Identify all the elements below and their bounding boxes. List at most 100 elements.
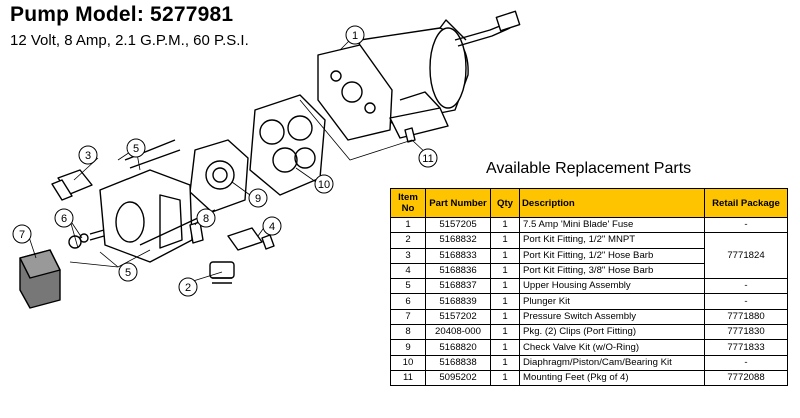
svg-text:1: 1 <box>352 30 358 42</box>
cell-part-number: 5157202 <box>425 308 491 326</box>
cell-retail: - <box>704 278 788 295</box>
callout-10: 10 <box>314 174 334 194</box>
cell-part-number: 5168833 <box>425 247 491 264</box>
cell-part-number: 5168839 <box>425 293 491 310</box>
cell-item: 2 <box>390 232 426 249</box>
table-row: 2 5168832 1 Port Kit Fitting, 1/2" MNPT … <box>390 232 788 280</box>
cell-item: 10 <box>390 354 426 371</box>
column-header-part-number: Part Number <box>425 188 491 218</box>
cell-qty: 1 <box>490 216 520 234</box>
parts-heading: Available Replacement Parts <box>486 160 692 177</box>
svg-text:5: 5 <box>125 267 131 279</box>
callout-7: 7 <box>12 224 32 244</box>
pressure-switch <box>19 249 61 309</box>
callout-6: 6 <box>54 208 74 228</box>
svg-text:2: 2 <box>185 282 191 294</box>
callout-4: 4 <box>262 216 282 236</box>
table-row: 6 5168839 1 Plunger Kit - <box>390 293 788 310</box>
svg-text:7: 7 <box>19 229 25 241</box>
cell-qty: 1 <box>490 354 520 371</box>
svg-text:5: 5 <box>133 143 139 155</box>
cell-description: Port Kit Fitting, 1/2" MNPT <box>519 232 705 249</box>
svg-text:9: 9 <box>255 193 261 205</box>
svg-text:3: 3 <box>85 150 91 162</box>
cell-item: 6 <box>390 293 426 310</box>
table-row: 1 5157205 1 7.5 Amp 'Mini Blade' Fuse - <box>390 216 788 234</box>
callout-9: 9 <box>248 188 268 208</box>
cell-part-number: 5168820 <box>425 339 491 356</box>
column-header-item: Item No <box>390 188 426 218</box>
cell-description: Port Kit Fitting, 3/8" Hose Barb <box>519 262 705 280</box>
cell-item: 9 <box>390 339 426 356</box>
cell-qty: 1 <box>490 369 520 387</box>
cell-item: 3 <box>390 247 426 264</box>
callout-2: 2 <box>178 277 198 297</box>
cell-qty: 1 <box>490 324 520 341</box>
cell-description: Pressure Switch Assembly <box>519 308 705 326</box>
cell-qty: 1 <box>490 262 520 280</box>
cell-retail: - <box>704 293 788 310</box>
cell-qty: 1 <box>490 293 520 310</box>
cell-part-number: 5095202 <box>425 369 491 387</box>
cell-retail: 7771833 <box>704 339 788 356</box>
cell-qty: 1 <box>490 339 520 356</box>
column-header-description: Description <box>519 188 705 218</box>
cell-qty: 1 <box>490 247 520 264</box>
cell-part-number: 5157205 <box>425 216 491 234</box>
cell-description: Plunger Kit <box>519 293 705 310</box>
cell-retail: 7772088 <box>704 369 788 387</box>
replacement-parts-table: Item No Part Number Qty Description Reta… <box>390 188 788 387</box>
cell-part-number: 5168832 <box>425 232 491 249</box>
table-row: 5 5168837 1 Upper Housing Assembly - <box>390 278 788 295</box>
column-header-qty: Qty <box>490 188 520 218</box>
pump-model-title: Pump Model: 5277981 <box>10 3 234 26</box>
svg-text:6: 6 <box>61 213 67 225</box>
cell-description: Check Valve Kit (w/O-Ring) <box>519 339 705 356</box>
cell-description: Upper Housing Assembly <box>519 278 705 295</box>
callout-5-bottom: 5 <box>118 262 138 282</box>
check-valve-plate <box>189 139 249 213</box>
cell-item: 4 <box>390 262 426 280</box>
cell-description: 7.5 Amp 'Mini Blade' Fuse <box>519 216 705 234</box>
pump-spec-subtitle: 12 Volt, 8 Amp, 2.1 G.P.M., 60 P.S.I. <box>10 32 249 49</box>
diagram-callouts: 1 2 3 4 5 5 5 6 <box>12 25 438 297</box>
svg-text:8: 8 <box>203 213 209 225</box>
cell-retail: - <box>704 354 788 371</box>
callout-8: 8 <box>196 208 216 228</box>
cell-retail: 7771824 <box>704 232 788 280</box>
table-row: 8 20408-000 1 Pkg. (2) Clips (Port Fitti… <box>390 324 788 341</box>
callout-5-top: 5 <box>126 138 146 158</box>
cell-qty: 1 <box>490 278 520 295</box>
diaphragm-assembly <box>249 94 326 196</box>
cell-part-number: 20408-000 <box>425 324 491 341</box>
cell-retail: 7771880 <box>704 308 788 326</box>
rubber-feet <box>404 127 416 143</box>
motor-wires <box>454 10 521 47</box>
cell-item: 5 <box>390 278 426 295</box>
cell-item: 7 <box>390 308 426 326</box>
hose-barb-fitting-three-eighths <box>227 227 275 251</box>
column-header-retail-package: Retail Package <box>704 188 788 218</box>
cell-part-number: 5168838 <box>425 354 491 371</box>
cell-qty: 1 <box>490 232 520 249</box>
callout-3: 3 <box>78 145 98 165</box>
cell-part-number: 5168837 <box>425 278 491 295</box>
svg-text:11: 11 <box>422 153 433 165</box>
mnpt-fitting <box>209 261 235 284</box>
table-header-row: Item No Part Number Qty Description Reta… <box>390 188 788 218</box>
cell-description: Mounting Feet (Pkg of 4) <box>519 369 705 387</box>
table-row: 11 5095202 1 Mounting Feet (Pkg of 4) 77… <box>390 369 788 387</box>
cell-description: Diaphragm/Piston/Cam/Bearing Kit <box>519 354 705 371</box>
upper-housing <box>99 169 193 263</box>
table-row: 10 5168838 1 Diaphragm/Piston/Cam/Bearin… <box>390 354 788 371</box>
hose-barb-fitting-half-inch <box>51 169 93 201</box>
cell-item: 11 <box>390 369 426 387</box>
callout-11: 11 <box>418 148 438 168</box>
table-row: 3 5168833 1 Port Kit Fitting, 1/2" Hose … <box>390 247 788 264</box>
svg-text:10: 10 <box>318 179 330 191</box>
cell-part-number: 5168836 <box>425 262 491 280</box>
motor-end-housing <box>317 44 393 141</box>
svg-text:4: 4 <box>269 221 275 233</box>
plunger-kit <box>68 229 105 249</box>
